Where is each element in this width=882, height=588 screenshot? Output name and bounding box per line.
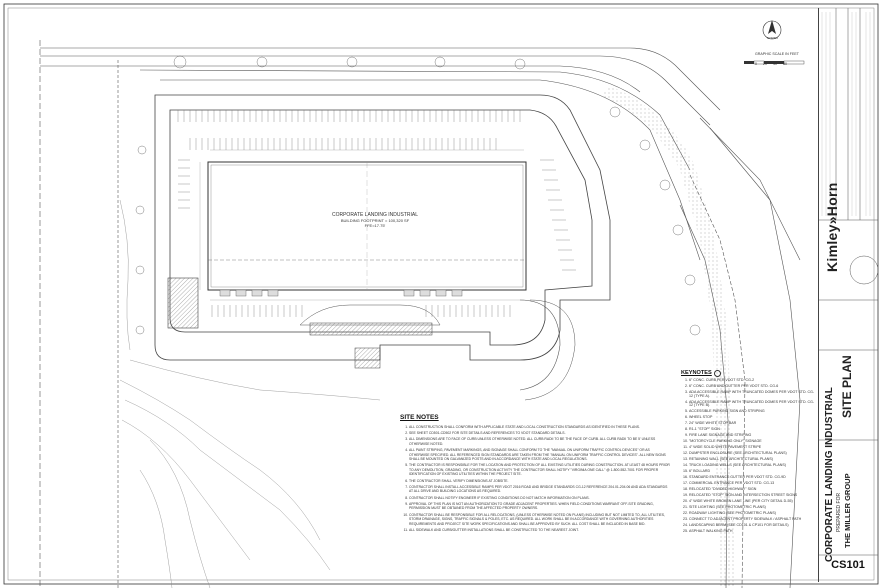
- site-note-item: ALL SIDEWALK AND CURB/GUTTER INSTALLATIO…: [409, 528, 670, 533]
- keynote-item: ADA ACCESSIBLE RAMP WITH TRUNCATED DOMES…: [689, 390, 816, 398]
- site-trees: [135, 55, 701, 336]
- building-footprint-area: BUILDING FOOTPRINT = 100,320 SF: [340, 218, 410, 223]
- keynote-item: 4" WIDE WHITE BROKEN LANE LINE (PER CITY…: [689, 499, 816, 504]
- keynote-item: 24" WIDE WHITE STOP BAR: [689, 421, 816, 426]
- sheet-border: [3, 3, 879, 585]
- graphic-scale: [744, 60, 805, 65]
- keynote-item: SITE LIGHTING (SEE PHOTOMETRIC PLANS): [689, 505, 816, 510]
- graphic-scale-title: GRAPHIC SCALE IN FEET: [755, 52, 799, 56]
- site-note-item: SEE SHEET CD501-CD502 FOR SITE DETAILS A…: [409, 431, 670, 436]
- keynote-item: RETAINING WALL (SEE ARCHITECTURAL PLANS): [689, 457, 816, 462]
- retaining-wall: [309, 322, 433, 336]
- keynote-item: 6" CONC. CURB PER VDOT STD. CG-2: [689, 378, 816, 383]
- prepared-for-label: PREPARED FOR: [836, 492, 842, 532]
- keynote-item: 6" CONC. CURB AND GUTTER PER VDOT STD. C…: [689, 384, 816, 389]
- site-note-item: CONTRACTOR SHALL INSTALL ACCESSIBLE RAMP…: [409, 485, 670, 494]
- graphic-scale-label: GRAPHIC SCALE IN FEET 0 20 40 80: [755, 52, 799, 66]
- site-notes: SITE NOTES ALL CONSTRUCTION SHALL CONFOR…: [400, 414, 670, 534]
- graphic-scale-ticks: 0 20 40 80: [755, 62, 799, 66]
- north-arrow: [762, 20, 782, 40]
- existing-contours: [119, 199, 381, 588]
- scale-tick: 20: [763, 62, 767, 66]
- dumpster-enclosure: [354, 347, 381, 369]
- site-note-item: CONTRACTOR SHALL NOTIFY ENGINEER IF EXIS…: [409, 496, 670, 501]
- north-label: NORTH: [767, 36, 778, 40]
- site-note-item: CONTRACTOR SHALL BE RESPONSIBLE FOR ALL …: [409, 513, 670, 527]
- keynote-item: CONNECT TO ADJACENT PROPERTY SIDEWALK / …: [689, 517, 816, 522]
- sheet-title: SITE PLAN: [840, 355, 854, 418]
- keynote-item: TRUCK LOADING WELLS (SEE ARCHITECTURAL P…: [689, 463, 816, 468]
- client-name: THE MILLER GROUP: [843, 473, 852, 548]
- site-note-item: THE CONTRACTOR SHALL VERIFY DIMENSIONS A…: [409, 479, 670, 484]
- keynote-item: R1-1 "STOP" SIGN: [689, 427, 816, 432]
- site-note-item: APPROVAL OF THIS PLAN IS NOT AN AUTHORIZ…: [409, 502, 670, 511]
- keynotes: KEYNOTES 6" CONC. CURB PER VDOT STD. CG-…: [681, 370, 816, 536]
- keynote-item: RELOCATED "STOP" SIGN AND INTERSECTION S…: [689, 493, 816, 498]
- building-name: CORPORATE LANDING INDUSTRIAL: [331, 212, 419, 218]
- keynote-item: DUMPSTER ENCLOSURE (SEE ARCHITECTURAL PL…: [689, 451, 816, 456]
- parking-lot: [154, 94, 611, 361]
- keynote-circle-icon: [713, 370, 721, 377]
- site-note-item: THE CONTRACTOR IS RESPONSIBLE FOR THE LO…: [409, 463, 670, 477]
- keynote-item: FIRE LANE SIGNAGE AND STRIPING: [689, 433, 816, 438]
- keynote-item: WHEEL STOP: [689, 415, 816, 420]
- parking-stalls: [177, 110, 576, 317]
- building-ffe: FFE=17.75': [364, 223, 386, 228]
- revision-rows: [821, 12, 871, 216]
- keynote-item: ADA ACCESSIBLE RAMP WITH TRUNCATED DOMES…: [689, 400, 816, 408]
- sheet-number: CS101: [831, 559, 865, 571]
- loading-dock-doors: [219, 289, 463, 297]
- keynote-item: COMMERCIAL ENTRANCE PER VDOT STD. CG-13: [689, 481, 816, 486]
- site-note-item: ALL CONSTRUCTION SHALL CONFORM WITH APPL…: [409, 425, 670, 430]
- title-block: [818, 8, 879, 582]
- keynote-item: 6" BOLLARD: [689, 469, 816, 474]
- keynote-item: RELOCATED "DIVIDED HIGHWAY" SIGN: [689, 487, 816, 492]
- keynote-item: ACCESSIBLE PARKING SIGN AND STRIPING: [689, 410, 816, 414]
- title-block-frame: [818, 8, 879, 556]
- landscape-berm: [600, 86, 735, 588]
- site-note-item: ALL DIMENSIONS ARE TO FACE OF CURB UNLES…: [409, 437, 670, 446]
- keynote-item: "MOTORCYCLE PARKING ONLY" SIGNAGE: [689, 439, 816, 444]
- scale-tick: 80: [783, 62, 787, 66]
- keynotes-title: KEYNOTES: [681, 369, 712, 376]
- scale-tick: 40: [773, 62, 777, 66]
- site-note-item: ALL PAINT STRIPING, PAVEMENT MARKINGS, A…: [409, 448, 670, 462]
- dimension-lines: [199, 149, 524, 301]
- project-name: CORPORATE LANDING INDUSTRIAL: [824, 387, 835, 562]
- firm-logo: Kimley»Horn: [824, 182, 840, 272]
- truck-loading-wells: [167, 277, 199, 329]
- keynote-item: ASPHALT WALKING PATH: [689, 529, 816, 534]
- site-notes-title: SITE NOTES: [400, 414, 439, 421]
- scale-tick: 0: [755, 62, 757, 66]
- building-label: CORPORATE LANDING INDUSTRIAL BUILDING FO…: [320, 212, 430, 228]
- keynote-item: LANDSCAPING BERM (SEE CD101 & CP101 FOR …: [689, 523, 816, 528]
- keynote-item: STANDARD ENTRANCE GUTTER PER VDOT STD. C…: [689, 475, 816, 480]
- keynote-item: ROADWAY LIGHTING (SEE PHOTOMETRIC PLANS): [689, 511, 816, 516]
- keynote-item: 4" WIDE SOLID WHITE PAVEMENT STRIPE: [689, 445, 816, 450]
